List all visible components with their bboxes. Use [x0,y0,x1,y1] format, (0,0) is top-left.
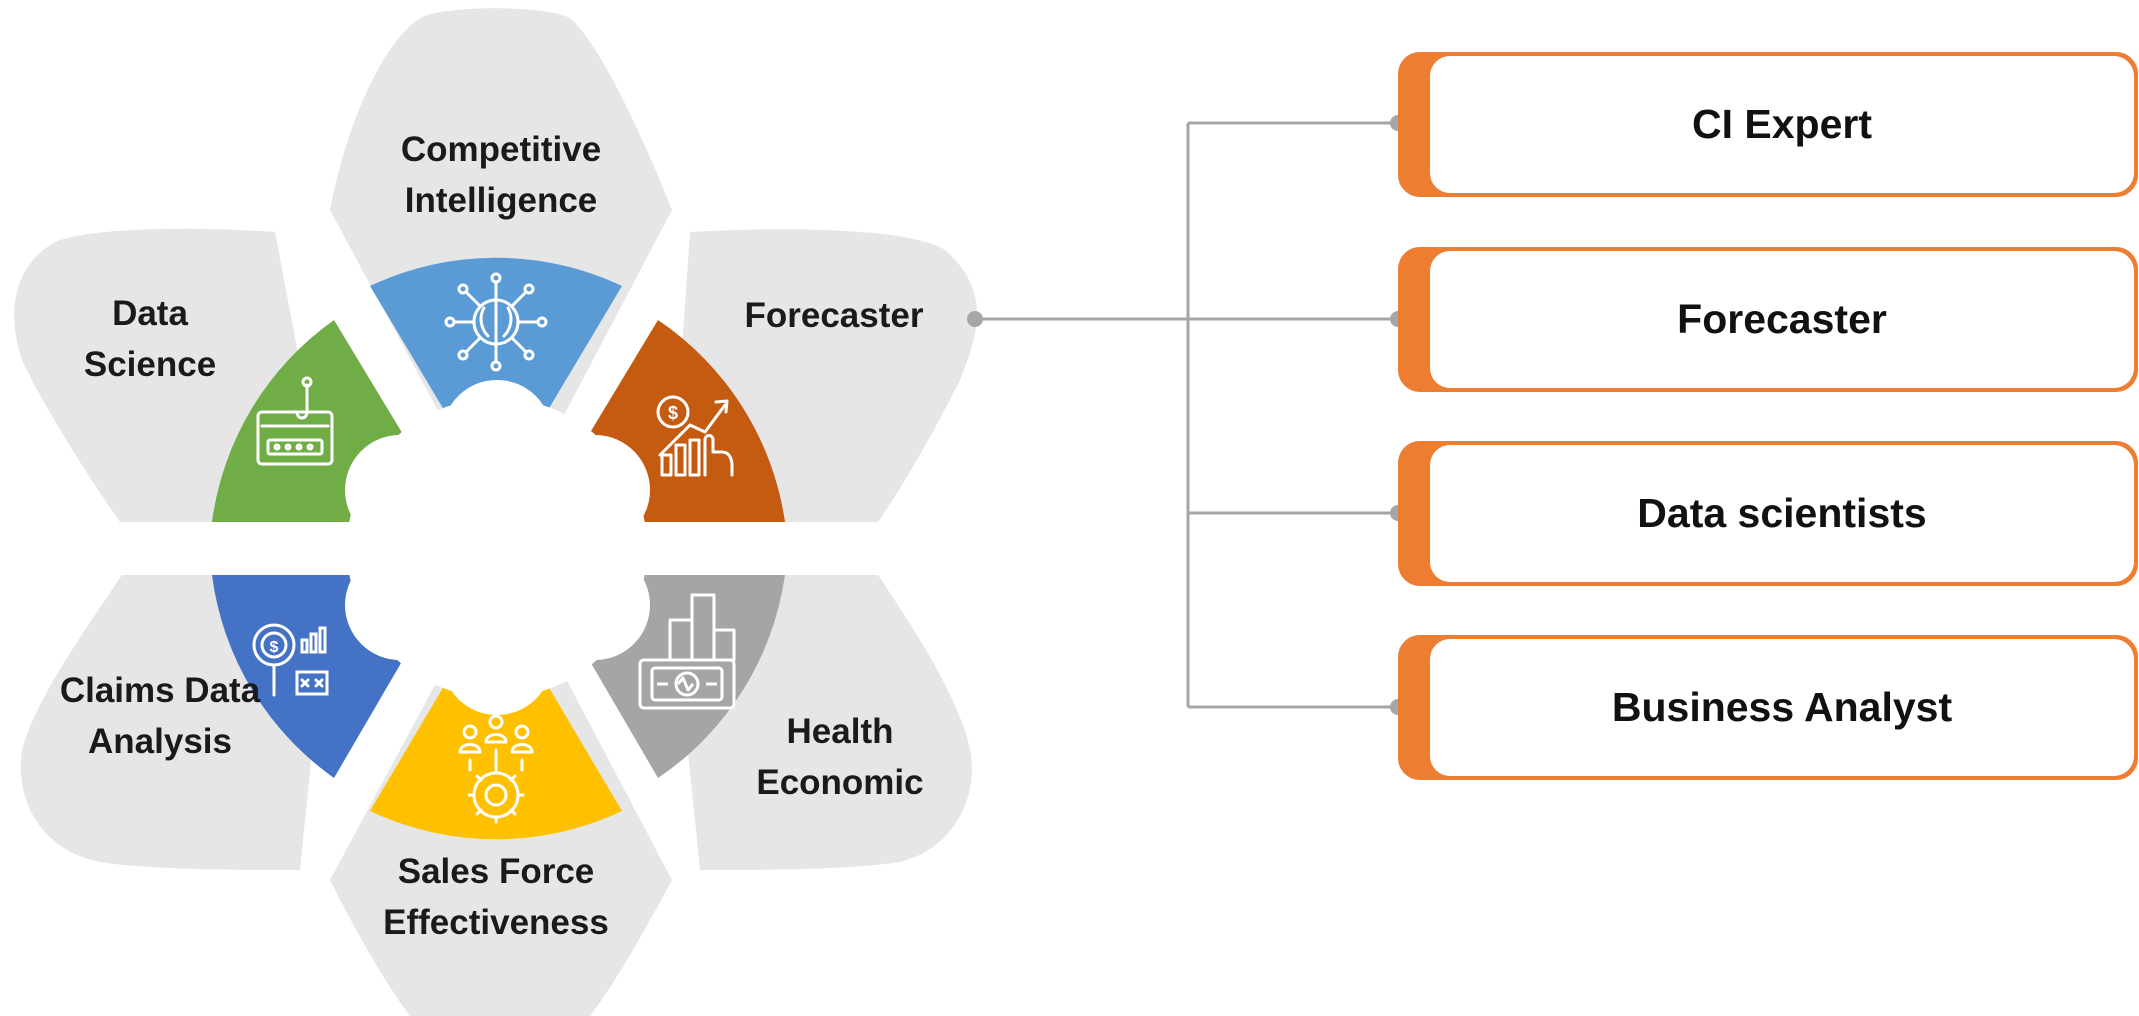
team-gear-icon [458,714,534,824]
label-sales-force-effectiveness-line2: Effectiveness [383,903,609,942]
label-sales-force-effectiveness-line1: Sales Force [397,852,595,891]
label-health-economic-line1: Health [786,712,894,751]
label-claims-data-analysis: Claims Data Analysis [40,665,280,767]
role-card-forecaster: Forecaster [1398,247,2138,392]
role-card-inner: Forecaster [1430,251,2134,388]
target-analysis-icon: $ [252,623,329,697]
label-forecaster: Forecaster [724,290,944,341]
role-card-data-scientists: Data scientists [1398,441,2138,586]
role-label-data-scientists: Data scientists [1637,490,1927,536]
label-data-science: Data Science [60,288,240,390]
label-data-science-line1: Data [112,294,188,333]
label-health-economic-line2: Economic [756,763,924,802]
svg-text:$: $ [668,403,678,423]
role-card-inner: Data scientists [1430,445,2134,582]
label-forecaster-line1: Forecaster [744,296,924,335]
connector-dot-source [967,311,983,327]
role-label-forecaster: Forecaster [1677,296,1887,342]
label-data-science-line2: Science [83,345,217,384]
label-claims-data-analysis-line2: Analysis [88,722,232,761]
role-label-business-analyst: Business Analyst [1611,684,1953,730]
center-hub [345,380,650,715]
role-card-ci-expert: CI Expert [1398,52,2138,197]
role-label-ci-expert: CI Expert [1692,101,1872,147]
label-claims-data-analysis-line1: Claims Data [59,671,261,710]
money-bar-chart-icon [638,593,736,710]
label-sales-force-effectiveness: Sales Force Effectiveness [366,846,626,948]
growth-chart-hand-icon: $ [656,395,734,477]
label-competitive-intelligence-line2: Intelligence [404,181,598,220]
role-card-inner: Business Analyst [1430,639,2134,776]
svg-text:$: $ [270,639,279,656]
role-wheel-diagram: $ $ [14,8,977,1016]
label-competitive-intelligence-line1: Competitive [400,130,602,169]
label-competitive-intelligence: Competitive Intelligence [376,124,626,226]
phishing-card-icon [256,376,334,466]
label-health-economic: Health Economic [730,706,950,808]
role-card-business-analyst: Business Analyst [1398,635,2138,780]
brain-circuit-icon [444,272,548,372]
role-card-inner: CI Expert [1430,56,2134,193]
